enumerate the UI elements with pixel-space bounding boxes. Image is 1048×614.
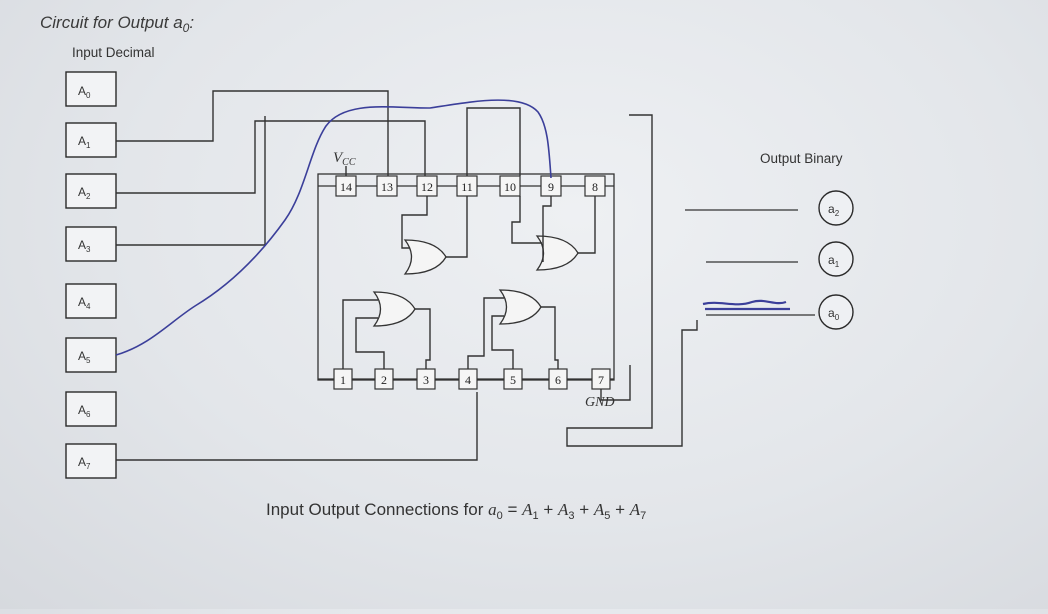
- pin-7: 7: [591, 368, 611, 390]
- svg-text:4: 4: [465, 373, 471, 387]
- pin-1: 1: [333, 368, 353, 390]
- svg-text:11: 11: [461, 180, 473, 194]
- blue-scribble: [702, 299, 790, 311]
- input-box-a3: A3: [65, 226, 117, 262]
- pin-9: 9: [540, 175, 562, 197]
- input-box-a5: A5: [65, 337, 117, 373]
- svg-text:A2: A2: [78, 185, 91, 201]
- top-pin-row: 14 13 12 11 10 9 8: [318, 175, 614, 197]
- wire-output-route: [566, 114, 698, 447]
- output-node-a0: a0: [818, 294, 854, 330]
- pin-6: 6: [548, 368, 568, 390]
- gnd-wire: [600, 365, 631, 401]
- svg-text:1: 1: [340, 373, 346, 387]
- svg-text:14: 14: [340, 180, 352, 194]
- input-box-a2: A2: [65, 173, 117, 209]
- svg-text:A1: A1: [78, 134, 91, 150]
- svg-text:5: 5: [510, 373, 516, 387]
- ic-chip-outline: [317, 173, 615, 381]
- outputs-header: Output Binary: [760, 151, 843, 166]
- handwritten-blue-wire: [115, 99, 552, 356]
- pin-10: 10: [499, 175, 521, 197]
- wire-a7-to-pin4: [116, 392, 478, 461]
- pin-4: 4: [458, 368, 478, 390]
- svg-text:8: 8: [592, 180, 598, 194]
- wire-a2-to-pin12: [116, 120, 426, 194]
- svg-text:a1: a1: [828, 253, 840, 269]
- input-box-a6: A6: [65, 391, 117, 427]
- or-gate-lower-left: [342, 291, 431, 369]
- output-node-a2: a2: [818, 190, 854, 226]
- diagram-title: Circuit for Output a0:: [40, 13, 194, 35]
- pin-3: 3: [416, 368, 436, 390]
- svg-text:3: 3: [423, 373, 429, 387]
- pin-12: 12: [416, 175, 438, 197]
- svg-text:A0: A0: [78, 84, 91, 100]
- svg-text:12: 12: [421, 180, 433, 194]
- svg-text:A5: A5: [78, 349, 91, 365]
- wire-a1-to-pin13: [116, 90, 389, 176]
- or-gate-lower-right: [467, 289, 559, 369]
- pin-11: 11: [456, 175, 478, 197]
- vcc-label: VCC: [333, 150, 356, 168]
- caption: Input Output Connections for a0 = A1 + A…: [266, 500, 646, 522]
- wire-a3: [116, 116, 266, 246]
- input-box-a4: A4: [65, 283, 117, 319]
- bottom-pin-row: 1 2 3 4 5 6 7: [318, 368, 614, 390]
- svg-text:A7: A7: [78, 455, 91, 471]
- inputs-header: Input Decimal: [72, 45, 155, 60]
- input-box-a7: A7: [65, 443, 117, 479]
- svg-text:6: 6: [555, 373, 561, 387]
- wire-pin11-to-pin10: [466, 107, 521, 176]
- or-gate-upper-right: [511, 196, 596, 271]
- svg-text:10: 10: [504, 180, 516, 194]
- svg-text:A3: A3: [78, 238, 91, 254]
- pin-2: 2: [374, 368, 394, 390]
- input-wires: [116, 90, 478, 461]
- pin-14: 14: [335, 175, 357, 197]
- svg-text:9: 9: [548, 180, 554, 194]
- pin-8: 8: [584, 175, 606, 197]
- output-node-a1: a1: [818, 241, 854, 277]
- svg-text:a0: a0: [828, 306, 840, 322]
- svg-text:A6: A6: [78, 403, 91, 419]
- svg-text:a2: a2: [828, 202, 840, 218]
- input-box-a1: A1: [65, 122, 117, 158]
- svg-text:13: 13: [381, 180, 393, 194]
- gnd-label: GND: [585, 395, 615, 410]
- or-gate-upper-left: [401, 196, 468, 275]
- pin-13: 13: [376, 175, 398, 197]
- input-box-a0: A0: [65, 71, 117, 107]
- svg-text:7: 7: [598, 373, 604, 387]
- svg-text:2: 2: [381, 373, 387, 387]
- svg-text:A4: A4: [78, 295, 91, 311]
- pin-5: 5: [503, 368, 523, 390]
